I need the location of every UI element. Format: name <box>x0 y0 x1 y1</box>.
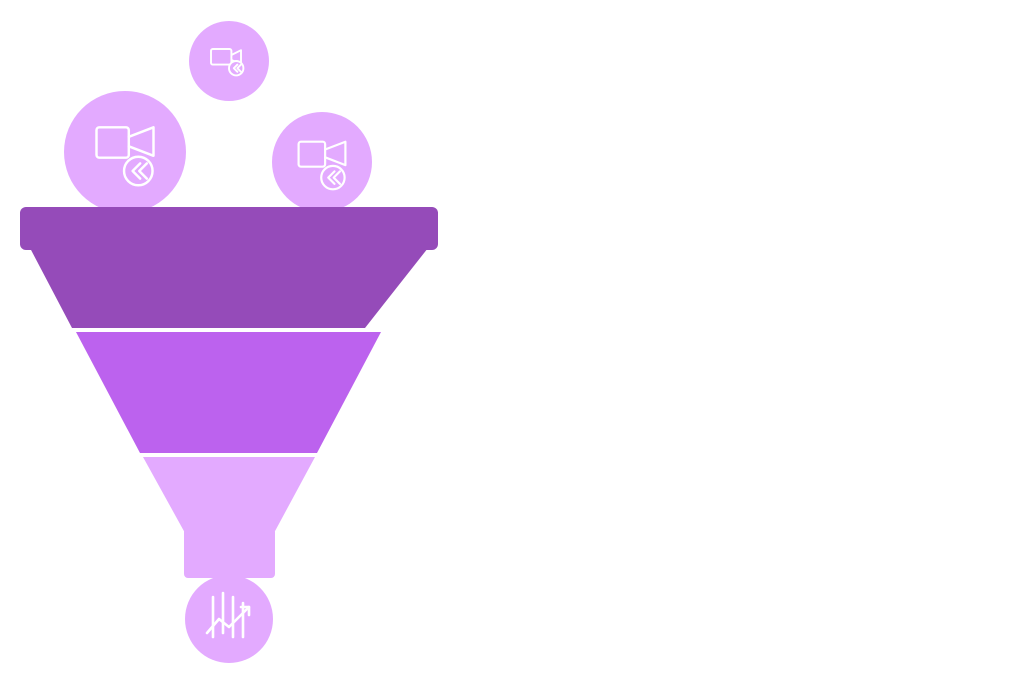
output-bubble <box>185 575 273 663</box>
growth-chart-icon <box>205 591 251 639</box>
input-bubble-large <box>64 91 186 213</box>
video-rewind-icon <box>210 48 245 77</box>
funnel-spout <box>184 528 275 578</box>
funnel-stage-1 <box>30 248 428 328</box>
video-rewind-icon <box>297 140 347 191</box>
video-rewind-icon <box>95 126 155 187</box>
funnel-stage-2 <box>76 332 381 453</box>
funnel-rim <box>20 207 438 250</box>
input-bubble-medium <box>272 112 372 212</box>
funnel-stage-3 <box>143 457 315 533</box>
input-bubble-small <box>189 21 269 101</box>
